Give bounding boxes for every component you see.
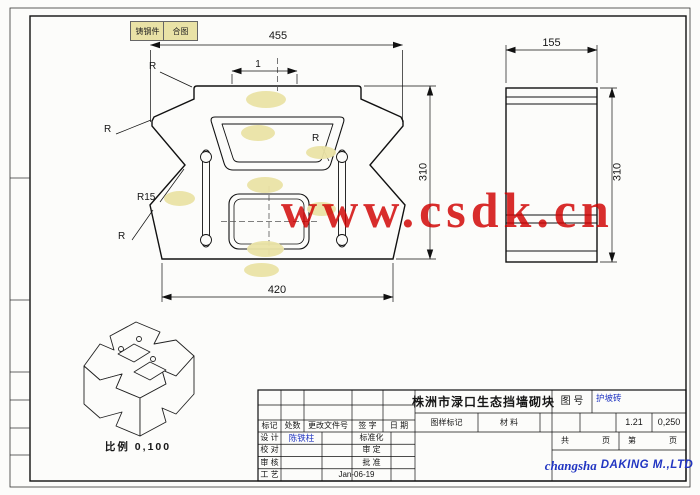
dimension-lines bbox=[115, 41, 617, 302]
company-logo: changsha DAKING M.,LTD bbox=[545, 450, 693, 481]
tb-header-mark: 标记 bbox=[261, 421, 278, 430]
tb-header-signature: 签 字 bbox=[358, 421, 377, 430]
tb-sheet-page-label: 页 bbox=[669, 436, 677, 445]
dim-side-height: 310 bbox=[611, 162, 624, 182]
tb-process-label: 工 艺 bbox=[260, 470, 279, 479]
radius-label: R bbox=[312, 133, 320, 144]
iso-view bbox=[83, 321, 195, 437]
tb-review-label: 审 核 bbox=[260, 457, 279, 467]
tb-standardization-label: 标准化 bbox=[359, 433, 384, 442]
drawing-title: 株洲市渌口生态挡墙砌块 bbox=[412, 394, 556, 409]
highlight-blob bbox=[307, 202, 336, 216]
tb-approve-label: 批 准 bbox=[362, 457, 381, 467]
drawing-no-label: 图 号 bbox=[560, 395, 584, 407]
tb-sheet-page-label: 页 bbox=[602, 436, 610, 445]
corner-cell-2: 合图 bbox=[163, 21, 198, 41]
tb-sheet-total-label: 共 bbox=[561, 436, 569, 445]
tb-process-date: Jan-06-19 bbox=[338, 470, 375, 479]
dim-side-width: 155 bbox=[542, 37, 561, 49]
highlight-blob bbox=[247, 177, 283, 193]
corner-cell-1: 铸钢件 bbox=[130, 21, 165, 41]
highlight-blob bbox=[246, 91, 286, 108]
radius-label: R bbox=[118, 231, 126, 242]
tb-design-label: 设 计 bbox=[260, 433, 279, 442]
title-block-grid bbox=[257, 389, 687, 482]
drawing-no-value: 护坡砖 bbox=[596, 392, 622, 403]
side-view bbox=[505, 87, 598, 263]
tb-stamp-mark-label: 图样标记 bbox=[430, 417, 463, 427]
dim-bottom-width: 420 bbox=[267, 284, 287, 296]
tb-header-date: 日 期 bbox=[389, 421, 409, 430]
tb-sheet-index-cell: 第 页 bbox=[619, 432, 686, 450]
tb-design-name: 陈铁柱 bbox=[288, 432, 315, 443]
highlight-blob bbox=[164, 191, 195, 206]
iso-scale-label: 比例 0,100 bbox=[104, 440, 172, 453]
company-name: DAKING M.,LTD bbox=[600, 458, 694, 471]
highlight-blob bbox=[244, 263, 279, 277]
tb-sheet-index-label: 第 bbox=[628, 436, 636, 445]
tb-scale-value: 0,250 bbox=[657, 417, 681, 427]
tb-header-count: 处数 bbox=[284, 421, 301, 430]
tb-material-label: 材 料 bbox=[499, 417, 519, 427]
radius-label: R bbox=[104, 124, 112, 135]
highlight-blob bbox=[241, 125, 275, 141]
tb-sheet-total-cell: 共 页 bbox=[552, 432, 619, 450]
dim-front-height: 310 bbox=[417, 162, 430, 182]
tb-weight-value: 1.21 bbox=[625, 417, 643, 427]
dim-small: 1 bbox=[255, 59, 261, 70]
company-script: changsha bbox=[544, 458, 597, 473]
front-view bbox=[149, 58, 406, 260]
tb-header-change-doc: 更改文件号 bbox=[308, 421, 348, 430]
radius-label: R15 bbox=[137, 192, 156, 203]
highlight-blob bbox=[306, 146, 336, 159]
highlight-blob bbox=[247, 241, 284, 257]
tb-examine-label: 审 定 bbox=[362, 445, 381, 454]
dim-top-width: 455 bbox=[268, 30, 288, 42]
tb-proofread-label: 校 对 bbox=[260, 445, 279, 454]
radius-label: R bbox=[149, 61, 157, 72]
watermark-text: www.csdk.cn bbox=[281, 182, 614, 238]
